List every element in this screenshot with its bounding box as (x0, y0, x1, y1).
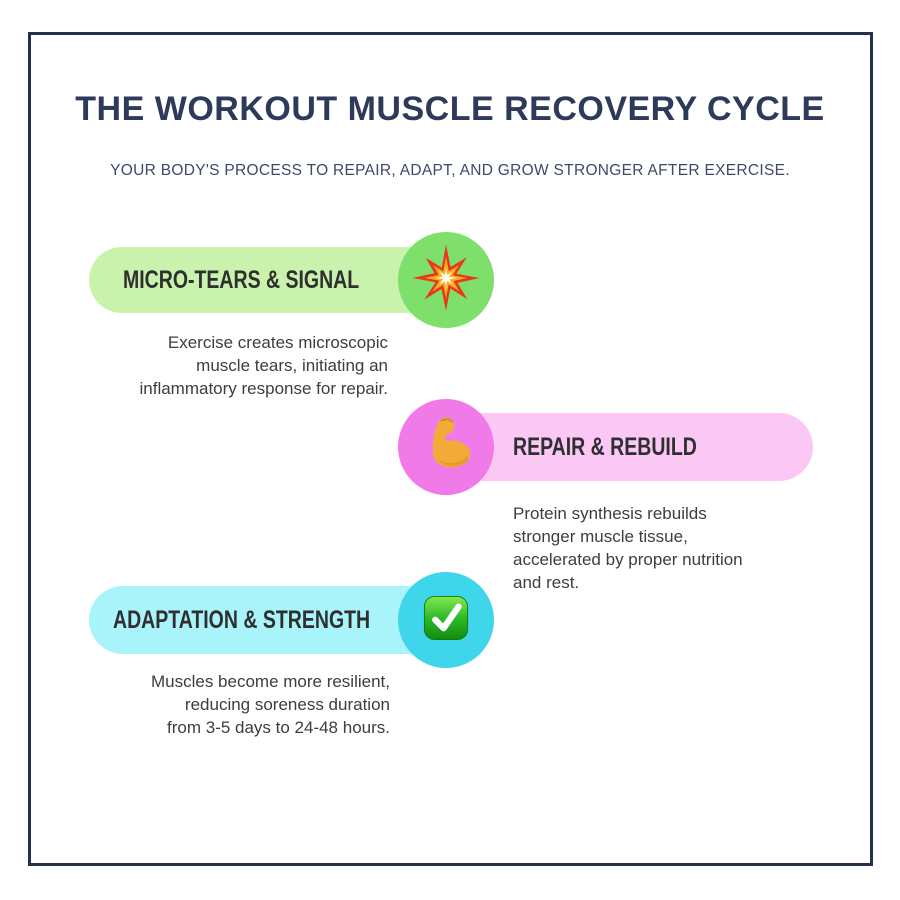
stage-3-icon-circle (398, 572, 494, 668)
stage-2-icon-circle (398, 399, 494, 495)
stage-3-description: Muscles become more resilient, reducing … (150, 672, 390, 737)
stage-1-description: Exercise creates microscopic muscle tear… (139, 333, 389, 398)
page-subtitle: YOUR BODY'S PROCESS TO REPAIR, ADAPT, AN… (110, 162, 790, 179)
flexed-biceps-icon (414, 413, 478, 482)
explosion-icon (411, 243, 481, 318)
stage-2-description: Protein synthesis rebuilds stronger musc… (513, 504, 743, 592)
stage-1-label: MICRO-TEARS & SIGNAL (123, 265, 360, 294)
check-mark-button-icon (416, 588, 476, 653)
stage-1-icon-circle (398, 232, 494, 328)
stage-3-label: ADAPTATION & STRENGTH (113, 605, 371, 634)
page-title: THE WORKOUT MUSCLE RECOVERY CYCLE (75, 90, 825, 128)
stage-2-label: REPAIR & REBUILD (513, 432, 697, 461)
